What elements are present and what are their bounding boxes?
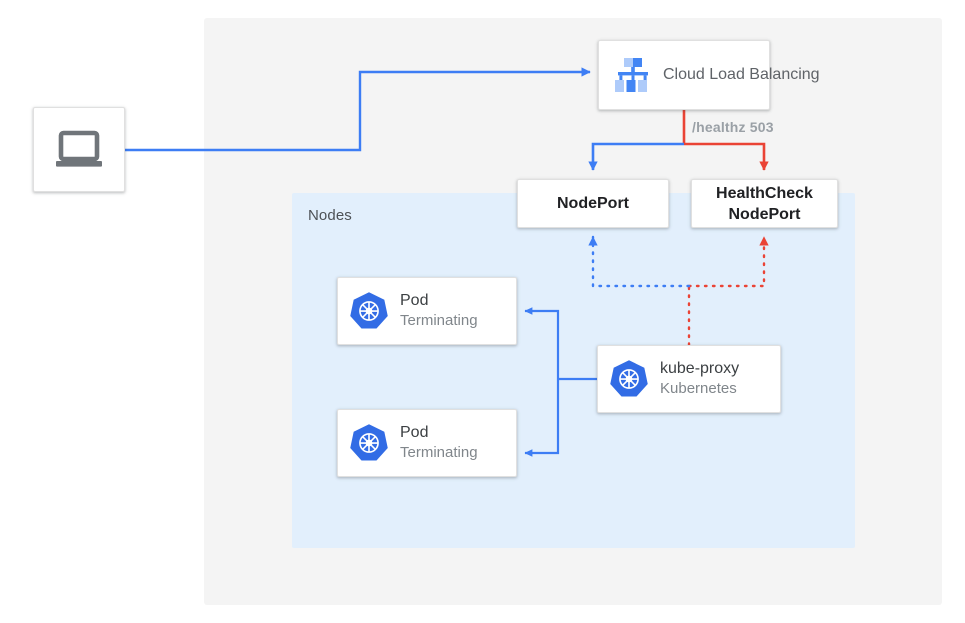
kube-proxy-card[interactable]: kube-proxy Kubernetes — [597, 345, 781, 413]
cloud-load-balancing-text: Cloud Load Balancing — [663, 65, 820, 85]
edge-kubeproxy-to-pod-2 — [524, 379, 560, 457]
healthz-edge-label: /healthz 503 — [692, 119, 774, 135]
pod-status-1: Terminating — [400, 312, 478, 329]
kubernetes-icon — [338, 291, 400, 331]
pod-title-1: Pod — [400, 292, 429, 309]
pod-title-2: Pod — [400, 424, 429, 441]
nodeport-card[interactable]: NodePort — [517, 179, 669, 228]
edge-kubeproxy-to-nodeport — [588, 235, 691, 288]
cloud-load-balancing-icon — [599, 56, 663, 94]
pod-card-1[interactable]: Pod Terminating — [337, 277, 517, 345]
kubernetes-icon — [598, 359, 660, 399]
edge-lb-to-healthcheck-nodeport — [684, 142, 769, 171]
pod-card-2[interactable]: Pod Terminating — [337, 409, 517, 477]
edge-client-to-load-balancer — [125, 67, 591, 152]
pod-status-2: Terminating — [400, 444, 478, 461]
pod-text-2: Pod Terminating — [400, 423, 478, 463]
client-device-card[interactable] — [33, 107, 125, 192]
nodes-panel-label: Nodes — [308, 207, 352, 224]
kubernetes-icon — [338, 423, 400, 463]
healthcheck-nodeport-card[interactable]: HealthCheck NodePort — [691, 179, 838, 228]
kube-proxy-title: kube-proxy — [660, 360, 740, 377]
edge-kubeproxy-to-healthcheck-nodeport — [687, 235, 769, 288]
healthcheck-nodeport-label-line2: NodePort — [728, 205, 801, 223]
kube-proxy-text: kube-proxy Kubernetes — [660, 359, 739, 399]
nodeport-label: NodePort — [557, 195, 629, 212]
kube-proxy-subtitle: Kubernetes — [660, 380, 737, 397]
healthcheck-nodeport-label-line1: HealthCheck — [716, 184, 813, 202]
pod-text-1: Pod Terminating — [400, 291, 478, 331]
edge-kubeproxy-to-pod-1 — [524, 307, 560, 379]
healthcheck-nodeport-label: HealthCheck NodePort — [716, 183, 813, 225]
cloud-load-balancing-title: Cloud Load Balancing — [663, 66, 820, 83]
edge-lb-to-nodeport — [588, 142, 684, 171]
laptop-icon — [53, 129, 105, 171]
cloud-load-balancing-card[interactable]: Cloud Load Balancing — [598, 40, 820, 110]
